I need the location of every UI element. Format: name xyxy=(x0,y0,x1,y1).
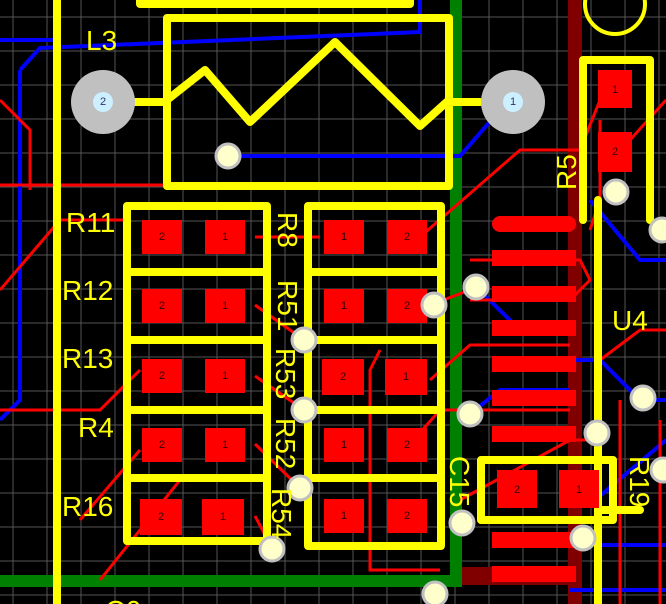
label-r13: R13 xyxy=(62,343,113,374)
pad-number: 2 xyxy=(404,300,410,312)
label-r51: R51 xyxy=(272,280,303,331)
pad-number: 2 xyxy=(404,510,410,522)
component-r53[interactable]: 2 1 xyxy=(322,359,427,395)
component-r12[interactable]: 2 1 xyxy=(142,289,245,323)
label-r12: R12 xyxy=(62,275,113,306)
label-r4: R4 xyxy=(78,412,114,443)
pad-number: 2 xyxy=(514,484,520,496)
component-r51[interactable]: 1 2 xyxy=(324,289,427,323)
pad-number: 1 xyxy=(222,231,228,243)
label-c15: C15 xyxy=(444,456,475,507)
pad-number: 1 xyxy=(341,510,347,522)
label-r11: R11 xyxy=(66,207,115,238)
pad-number: 2 xyxy=(404,439,410,451)
label-r5: R5 xyxy=(551,154,582,190)
pad-number: 1 xyxy=(612,84,618,96)
pad-number: 1 xyxy=(222,370,228,382)
resistor-pads-left: 2 1 2 1 2 1 2 1 2 1 xyxy=(140,220,245,535)
pad-number: 2 xyxy=(100,96,106,108)
label-r16: R16 xyxy=(62,491,113,522)
pad-number: 1 xyxy=(222,300,228,312)
component-r5[interactable]: 1 2 xyxy=(598,70,632,172)
component-r13[interactable]: 2 1 xyxy=(142,359,245,393)
label-r19: R19 xyxy=(624,456,655,507)
pad-number: 1 xyxy=(341,300,347,312)
component-c15[interactable]: 2 1 xyxy=(497,470,599,508)
pad-number: 1 xyxy=(222,439,228,451)
pad-number: 2 xyxy=(612,146,618,158)
component-r16[interactable]: 2 1 xyxy=(140,499,244,535)
label-r8: R8 xyxy=(272,212,303,248)
silkscreen xyxy=(53,0,654,604)
label-u4: U4 xyxy=(612,305,648,336)
component-r8[interactable]: 1 2 xyxy=(324,220,427,254)
vias xyxy=(214,142,666,604)
pad-number: 2 xyxy=(340,371,346,383)
pad-number: 1 xyxy=(510,96,516,108)
pad-number: 1 xyxy=(403,371,409,383)
component-r52[interactable]: 1 2 xyxy=(324,428,427,462)
pad-number: 1 xyxy=(220,511,226,523)
label-r53: R53 xyxy=(270,348,301,399)
label-r52: R52 xyxy=(270,418,301,469)
component-r11[interactable]: 2 1 xyxy=(142,220,245,254)
label-c6: C6 xyxy=(105,595,141,604)
component-r4[interactable]: 2 1 xyxy=(142,428,245,462)
keepout-horizontal xyxy=(0,575,462,587)
pad-number: 1 xyxy=(341,439,347,451)
pad-number: 2 xyxy=(159,370,165,382)
resistor-pads-right: 1 2 1 2 2 1 1 2 1 2 xyxy=(322,220,427,533)
pad-number: 2 xyxy=(159,439,165,451)
pad-number: 2 xyxy=(404,231,410,243)
component-l3[interactable]: 2 1 xyxy=(71,70,545,134)
designators: L3 R11 R12 R13 R4 R16 C6 R8 R51 R53 R52 … xyxy=(62,25,655,604)
pad-number: 1 xyxy=(576,484,582,496)
label-l3: L3 xyxy=(86,25,117,56)
pad-number: 2 xyxy=(159,231,165,243)
pad-number: 2 xyxy=(158,511,164,523)
label-r54: R54 xyxy=(266,488,297,539)
pad-number: 1 xyxy=(341,231,347,243)
component-u4-pads[interactable] xyxy=(492,216,576,582)
pad-number: 2 xyxy=(159,300,165,312)
component-r54[interactable]: 1 2 xyxy=(324,499,427,533)
